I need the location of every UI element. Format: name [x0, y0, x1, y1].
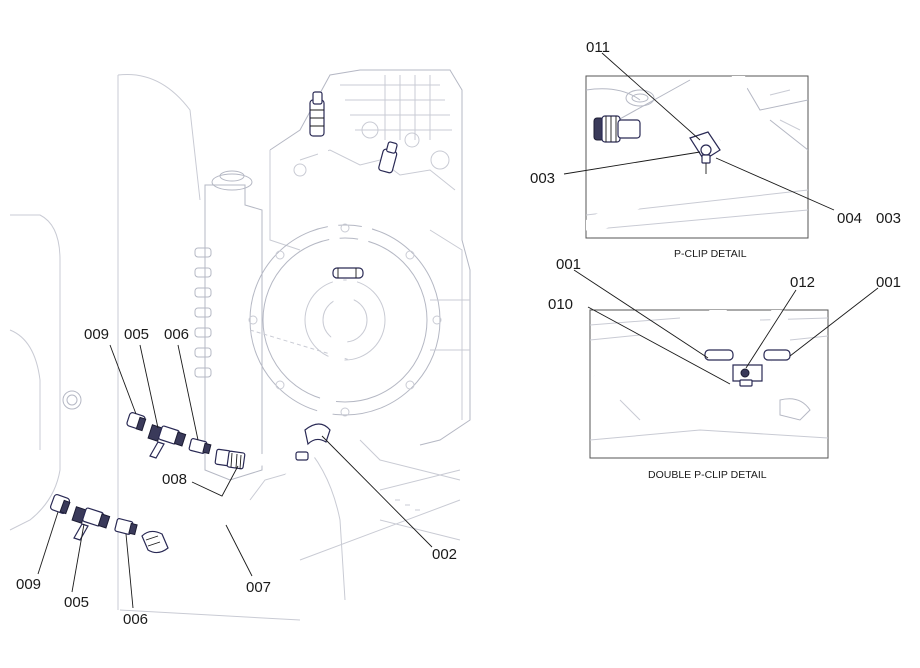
- callout-003-right: 003: [876, 210, 901, 227]
- adapter-006-lower: [114, 518, 138, 536]
- adapter-006-upper: [188, 438, 212, 455]
- callout-005-upper: 005: [124, 326, 149, 343]
- valve-005-lower: [71, 506, 111, 541]
- elbow-007: [141, 530, 169, 554]
- callout-001-right: 001: [876, 274, 901, 291]
- callout-006-upper: 006: [164, 326, 189, 343]
- callout-005-lower: 005: [64, 594, 89, 611]
- callout-009-lower: 009: [16, 576, 41, 593]
- hose-end-008: [214, 448, 246, 470]
- callout-001-left: 001: [556, 256, 581, 273]
- callout-003-left: 003: [530, 170, 555, 187]
- callout-007: 007: [246, 579, 271, 596]
- callout-009-upper: 009: [84, 326, 109, 343]
- hose-002: [312, 134, 394, 432]
- p-clip-detail: 011 003 004 003 P-CLIP DETAIL: [530, 39, 901, 260]
- double-p-clip-detail-caption: DOUBLE P-CLIP DETAIL: [648, 469, 767, 481]
- double-p-clip-detail-frame: [589, 309, 829, 459]
- cap-009-lower: [49, 493, 71, 515]
- callout-012: 012: [790, 274, 815, 291]
- callout-002: 002: [432, 546, 457, 563]
- valve-005-upper: [147, 424, 187, 459]
- callout-010: 010: [548, 296, 573, 313]
- callout-004: 004: [837, 210, 862, 227]
- fitting-row-lower: [49, 493, 169, 554]
- main-callouts: 009 005 006 008 002 009 005 006 007: [16, 326, 457, 628]
- p-clip-detail-caption: P-CLIP DETAIL: [674, 248, 747, 260]
- callout-011: 011: [586, 39, 610, 56]
- callout-008: 008: [162, 471, 187, 488]
- double-p-clip-detail: 001 010 012 001 DOUBLE P-CLIP DETAIL: [548, 256, 901, 481]
- callout-006-lower: 006: [123, 611, 148, 628]
- cap-009-upper: [126, 412, 147, 432]
- upper-hose-fittings: [295, 91, 398, 461]
- fitting-row-upper: [126, 412, 246, 470]
- engine-background: [9, 69, 471, 621]
- main-leaders: [37, 344, 433, 609]
